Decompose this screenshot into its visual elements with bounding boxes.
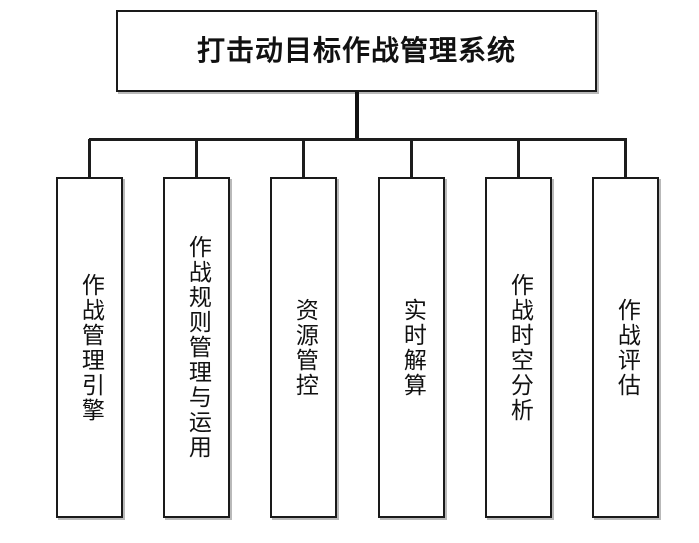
root-node-combat-management-system[interactable]: 打击动目标作战管理系统 — [116, 10, 597, 92]
child-node-2-label: 作战规则管理与运用 — [184, 235, 211, 460]
connector-trunk-vertical — [355, 92, 359, 141]
connector-drop-3 — [302, 139, 305, 178]
child-node-3[interactable]: 资源管控 — [270, 177, 337, 518]
connector-drop-4 — [410, 139, 413, 178]
child-node-6-label: 作战评估 — [613, 297, 640, 398]
child-node-5[interactable]: 作战时空分析 — [485, 177, 552, 518]
connector-drop-2 — [195, 139, 198, 178]
child-node-1-label: 作战管理引擎 — [77, 272, 104, 423]
connector-horizontal-bus — [89, 138, 627, 141]
child-node-1[interactable]: 作战管理引擎 — [56, 177, 123, 518]
connector-drop-6 — [624, 139, 627, 178]
child-node-4[interactable]: 实时解算 — [378, 177, 445, 518]
child-node-2[interactable]: 作战规则管理与运用 — [163, 177, 230, 518]
root-node-label: 打击动目标作战管理系统 — [196, 34, 516, 67]
child-node-3-label: 资源管控 — [291, 297, 318, 398]
child-node-5-label: 作战时空分析 — [506, 272, 533, 423]
child-node-6[interactable]: 作战评估 — [592, 177, 659, 518]
connector-drop-1 — [88, 139, 91, 178]
child-node-4-label: 实时解算 — [399, 297, 426, 398]
connector-drop-5 — [517, 139, 520, 178]
